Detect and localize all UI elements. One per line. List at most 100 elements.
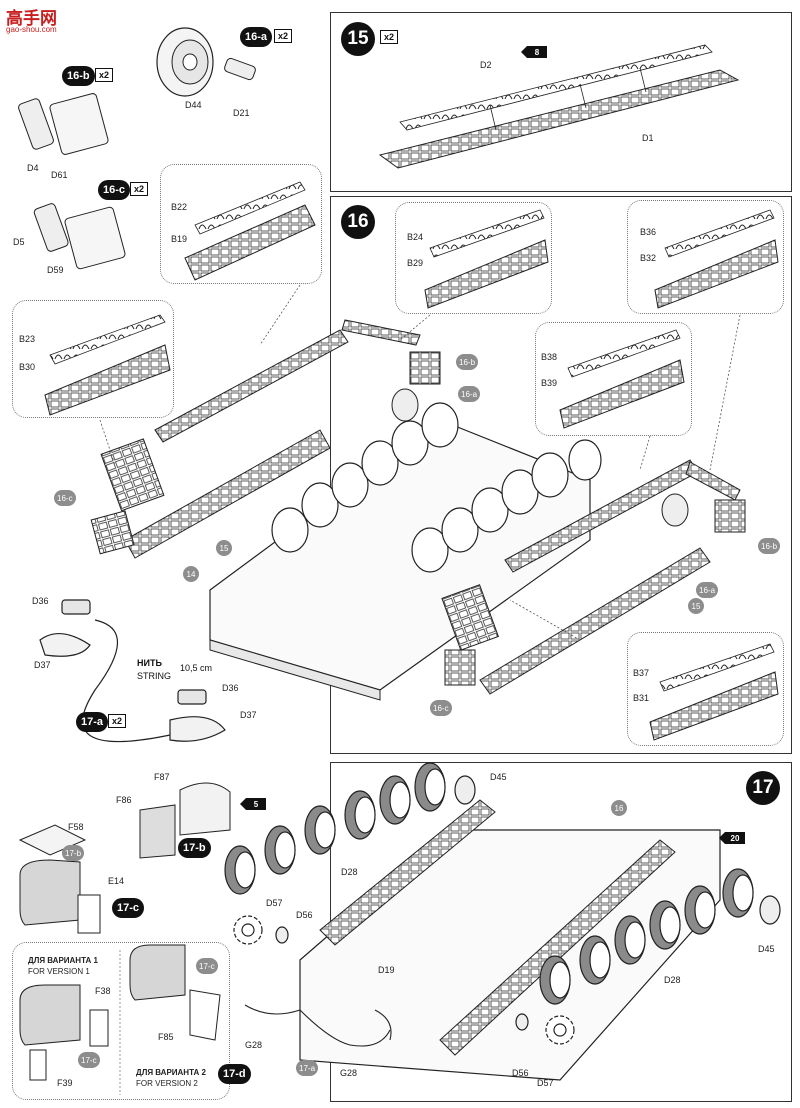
road-wheels-d28 <box>224 762 781 1005</box>
hull-step-16 <box>209 402 602 701</box>
label-d44: D44 <box>185 100 202 110</box>
ref-17a-step17: 17-a <box>296 1060 319 1076</box>
step-15-panel <box>330 12 792 192</box>
label-d2: D2 <box>480 60 492 70</box>
label-d37-b: D37 <box>240 710 257 720</box>
label-b30: B30 <box>19 362 36 372</box>
step-16-panel <box>330 196 792 754</box>
track-link-16b <box>18 93 109 155</box>
label-d28-left: D28 <box>341 867 358 877</box>
label-d61: D61 <box>51 170 68 180</box>
tracks-step-16 <box>90 319 746 695</box>
label-d19: D19 <box>378 965 395 975</box>
label-d57-right: D57 <box>537 1078 554 1088</box>
label-b19: B19 <box>171 234 188 244</box>
sprockets-step-16 <box>391 388 689 527</box>
track-link-16c <box>33 203 126 270</box>
callout-b24-b29 <box>395 202 552 314</box>
callout-b23-b30 <box>12 300 174 418</box>
label-b36: B36 <box>640 227 657 237</box>
label-f39: F39 <box>57 1078 73 1088</box>
string-length: 10,5 cm <box>180 663 213 673</box>
label-d57-left: D57 <box>266 898 283 908</box>
step-16b-number: 16-b <box>62 66 95 86</box>
version-box <box>12 942 230 1100</box>
ref-16c-left: 16-c <box>54 490 76 506</box>
hull-step-17 <box>299 799 721 1081</box>
flag-repeat-8: 8 <box>521 46 547 58</box>
step-17-number: 17 <box>746 771 780 805</box>
callout-b37-b31 <box>627 632 784 746</box>
label-b32: B32 <box>640 253 657 263</box>
ref-16a-top: 16-a <box>458 386 481 402</box>
label-b37: B37 <box>633 668 650 678</box>
ref-14: 14 <box>183 566 199 582</box>
step-15-multiplier: x2 <box>380 30 399 44</box>
label-d28-right: D28 <box>664 975 681 985</box>
string-label-en: STRING <box>137 671 172 681</box>
label-d36-a: D36 <box>32 596 49 606</box>
version-2-ru: ДЛЯ ВАРИАНТА 2 <box>136 1068 206 1077</box>
step-16a-number: 16-a <box>240 27 273 47</box>
label-d37-a: D37 <box>34 660 51 670</box>
version-2-en: FOR VERSION 2 <box>136 1079 198 1088</box>
label-d59: D59 <box>47 265 64 275</box>
label-b22: B22 <box>171 202 188 212</box>
ref-15-right: 15 <box>688 598 704 614</box>
label-b23: B23 <box>19 334 36 344</box>
label-b29: B29 <box>407 258 424 268</box>
label-g28-bottom: G28 <box>340 1068 358 1078</box>
boxes-version <box>19 944 221 1081</box>
step-17a-number: 17-a <box>76 712 109 732</box>
step-16-number: 16 <box>341 205 375 239</box>
label-d56-right: D56 <box>512 1068 529 1078</box>
sprockets-d57 <box>233 915 575 1045</box>
ref-16-step17: 16 <box>611 800 627 816</box>
ref-16c-bottom: 16-c <box>430 700 452 716</box>
label-d56-left: D56 <box>296 910 313 920</box>
step-17c-number: 17-c <box>112 898 145 918</box>
label-d1: D1 <box>642 133 654 143</box>
label-d5: D5 <box>13 237 25 247</box>
step-17b-number: 17-b <box>178 838 211 858</box>
step-16c-number: 16-c <box>98 180 131 200</box>
version-1-ru: ДЛЯ ВАРИАНТА 1 <box>28 956 98 965</box>
ref-17c-v1: 17-c <box>78 1052 100 1068</box>
step-15-number: 15 <box>341 22 375 56</box>
label-e14: E14 <box>108 876 125 886</box>
logo-text: 高手网 <box>6 9 57 28</box>
logo-subtext: gao-shou.com <box>6 25 57 34</box>
label-f58: F58 <box>68 822 84 832</box>
step-16a-multiplier: x2 <box>274 29 293 43</box>
label-f86: F86 <box>116 795 132 805</box>
label-d45-right: D45 <box>758 944 775 954</box>
sprocket-d44 <box>156 27 256 97</box>
ref-16b-top: 16-b <box>456 354 479 370</box>
string-assembly <box>39 599 226 743</box>
step-17a-multiplier: x2 <box>108 714 127 728</box>
flag-repeat-20: 20 <box>719 832 745 844</box>
label-b39: B39 <box>541 378 558 388</box>
boxes-17b <box>139 782 231 859</box>
flag-repeat-5: 5 <box>240 798 266 810</box>
boxes-17c <box>18 824 101 934</box>
step-17d-number: 17-d <box>218 1064 251 1084</box>
label-b31: B31 <box>633 693 650 703</box>
step-16b-multiplier: x2 <box>95 68 114 82</box>
label-b24: B24 <box>407 232 424 242</box>
callout-b22-b19 <box>160 164 322 284</box>
track-d1 <box>378 44 740 169</box>
version-1-en: FOR VERSION 1 <box>28 967 90 976</box>
ref-16b-right: 16-b <box>758 538 781 554</box>
ref-17b-17c: 17-b <box>62 845 85 861</box>
label-d36-b: D36 <box>222 683 239 693</box>
label-f87: F87 <box>154 772 170 782</box>
callout-b36-b32 <box>627 200 784 314</box>
callout-tracks <box>44 181 779 741</box>
ref-16a-right: 16-a <box>696 582 719 598</box>
string-label-ru: НИТЬ <box>137 658 162 668</box>
label-d4: D4 <box>27 163 39 173</box>
ref-15-left: 15 <box>216 540 232 556</box>
label-d45-top: D45 <box>490 772 507 782</box>
